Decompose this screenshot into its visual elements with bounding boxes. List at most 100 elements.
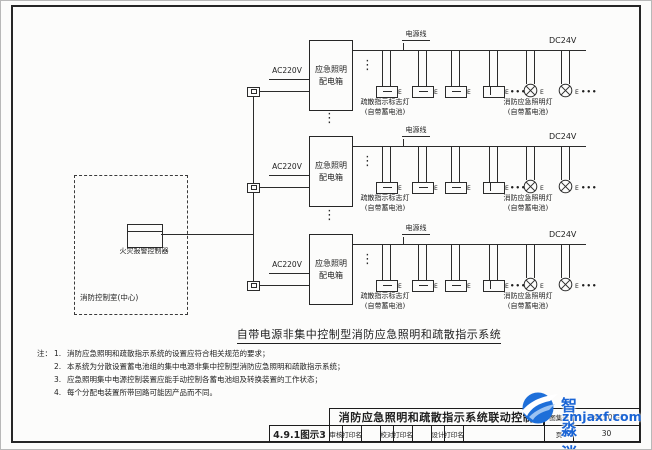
note-text: 应急照明集中电源控制装置应能手动控制各蓄电池组及转换装置的工作状态；: [67, 375, 322, 384]
box-label-line2: 配电箱: [319, 76, 343, 86]
titleblock-empty-cell: [361, 425, 381, 442]
lamp-e-mark: E: [540, 89, 544, 96]
lamp-e-mark: E: [398, 185, 402, 192]
exit-sign-lamp-icon: [412, 280, 434, 292]
ac-input-wire: [269, 175, 309, 176]
box-label-line1: 应急照明: [315, 258, 347, 268]
emergency-light-icon: [523, 179, 538, 194]
note-line: 3. 应急照明集中电源控制装置应能手动控制各蓄电池组及转换装置的工作状态；: [37, 373, 345, 386]
dc-voltage-label: DC24V: [549, 132, 577, 141]
lamp-drop-wire: [390, 244, 391, 280]
emergency-light-label-line2: (自带蓄电池): [507, 301, 549, 310]
control-module-icon: [247, 281, 260, 291]
emergency-light-label-line2: (自带蓄电池): [507, 107, 549, 116]
note-text: 本系统为分散设置蓄电池组的集中电源非集中控制型消防应急照明和疏散指示系统；: [67, 362, 345, 371]
exit-sign-lamp-icon: [412, 86, 434, 98]
notes-prefix: 注：: [37, 349, 52, 358]
lamp-e-mark: E: [434, 185, 438, 192]
note-number: 2.: [54, 362, 62, 371]
power-line-leader: [403, 237, 404, 244]
emergency-lighting-distribution-box: 应急照明 配电箱: [309, 40, 353, 111]
fire-control-room-label: 消防控制室(中心): [80, 293, 139, 302]
lamp-drop-wire: [526, 244, 527, 278]
lamp-drop-wire: [418, 244, 419, 280]
emergency-lighting-distribution-box: 应急照明 配电箱: [309, 136, 353, 207]
more-boxes-ellipsis: ⋮: [323, 208, 336, 223]
module-wire: [258, 285, 309, 286]
more-lamps-dots: •••: [510, 282, 527, 290]
lamp-drop-wire: [561, 244, 562, 278]
lamp-drop-wire: [418, 146, 419, 182]
lamp-drop-wire: [534, 244, 535, 278]
notes-prefix-spacer: [37, 373, 54, 386]
lamp-drop-wire: [390, 50, 391, 86]
exit-sign-lamp-icon: [445, 182, 467, 194]
sign-lamp-label-line2: (自带蓄电池): [364, 203, 406, 212]
lamp-drop-wire: [451, 50, 452, 86]
dc-bus-wire: [351, 146, 586, 147]
lamp-e-mark: E: [505, 89, 509, 96]
box-label-line2: 配电箱: [319, 270, 343, 280]
lamp-e-mark: E: [540, 185, 544, 192]
lamp-e-mark: E: [434, 89, 438, 96]
fire-alarm-controller-icon: [127, 224, 163, 248]
emergency-light-icon: [558, 277, 573, 292]
ac-input-wire: [269, 79, 309, 80]
sign-lamp-label: 疏散指示标志灯 (自带蓄电池): [352, 292, 418, 311]
lamp-drop-wire: [382, 50, 383, 86]
lamp-drop-wire: [569, 146, 570, 180]
dc-voltage-label: DC24V: [549, 36, 577, 45]
watermark-domain: zmjaxf.com: [562, 409, 642, 424]
note-line: 4. 每个分配电装置所带回路可能因产品而不同。: [37, 386, 345, 399]
lamp-drop-wire: [561, 50, 562, 84]
power-line-label: 电源线: [402, 30, 430, 41]
more-boxes-ellipsis: ⋮: [323, 111, 336, 126]
lamp-drop-wire: [382, 244, 383, 280]
ac-voltage-label: AC220V: [272, 260, 302, 269]
titleblock-review-label: 审核: [329, 425, 343, 442]
fire-alarm-controller-label: 火灾报警控制器: [119, 247, 169, 255]
system-title: 自带电源非集中控制型消防应急照明和疏散指示系统: [161, 323, 577, 344]
emergency-light-label: 消防应急照明灯 (自带蓄电池): [495, 292, 561, 311]
more-lamps-dots: •••: [510, 184, 527, 192]
lamp-drop-wire: [451, 146, 452, 182]
emergency-light-label: 消防应急照明灯 (自带蓄电池): [495, 194, 561, 213]
lamp-e-mark: E: [575, 283, 579, 290]
titleblock-design-label: 设计: [431, 425, 445, 442]
exit-sign-lamp-icon: [483, 182, 505, 194]
emergency-light-icon: [523, 83, 538, 98]
lamp-e-mark: E: [467, 185, 471, 192]
lamp-e-mark: E: [434, 283, 438, 290]
note-line: 注： 1. 消防应急照明和疏散指示系统的设置应符合相关规范的要求；: [37, 347, 345, 360]
notes-prefix-spacer: [37, 386, 54, 399]
lamp-e-mark: E: [398, 89, 402, 96]
watermark: 智淼消防 zmjaxf.com: [519, 390, 642, 449]
fire-control-room-boundary: [74, 175, 188, 315]
exit-sign-lamp-icon: [412, 182, 434, 194]
titleblock-page-number: 30: [573, 425, 640, 442]
exit-sign-lamp-icon: [445, 280, 467, 292]
sign-lamp-label: 疏散指示标志灯 (自带蓄电池): [352, 194, 418, 213]
titleblock-check-value: 打印名: [393, 425, 413, 442]
lamp-drop-wire: [459, 244, 460, 280]
more-circuits-ellipsis: ⋮: [361, 252, 374, 267]
ac-voltage-label: AC220V: [272, 162, 302, 171]
lamp-drop-wire: [426, 146, 427, 182]
lamp-drop-wire: [561, 146, 562, 180]
sign-lamp-label-line1: 疏散指示标志灯: [360, 98, 410, 106]
emergency-light-label-line1: 消防应急照明灯: [503, 292, 553, 300]
more-circuits-ellipsis: ⋮: [361, 58, 374, 73]
more-lamps-dots: •••: [581, 282, 598, 290]
more-lamps-dots: •••: [581, 184, 598, 192]
lamp-drop-wire: [489, 146, 490, 182]
lamp-drop-wire: [497, 146, 498, 182]
more-lamps-dots: •••: [581, 88, 598, 96]
titleblock-main-title: 消防应急照明和疏散指示系统联动控制: [329, 408, 544, 426]
sign-lamp-label-line1: 疏散指示标志灯: [360, 292, 410, 300]
drawing-frame: [11, 5, 641, 443]
note-line: 2. 本系统为分散设置蓄电池组的集中电源非集中控制型消防应急照明和疏散指示系统；: [37, 360, 345, 373]
lamp-drop-wire: [418, 50, 419, 86]
note-text: 每个分配电装置所带回路可能因产品而不同。: [67, 388, 217, 397]
lamp-drop-wire: [569, 244, 570, 278]
